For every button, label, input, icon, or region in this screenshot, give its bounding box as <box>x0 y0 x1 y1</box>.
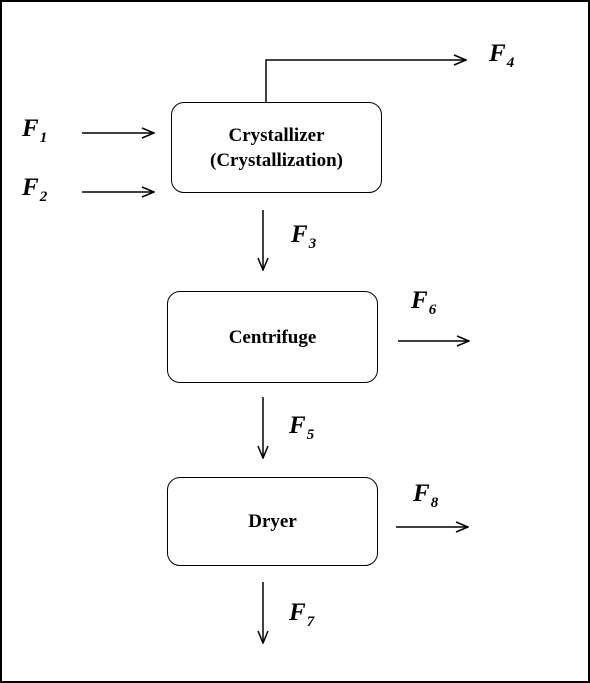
dryer-box: Dryer <box>167 477 378 566</box>
crystallizer-box: Crystallizer (Crystallization) <box>171 102 382 193</box>
stream-label-f6: F6 <box>411 287 437 318</box>
crystallizer-label: Crystallizer <box>228 124 325 146</box>
crystallizer-sublabel: (Crystallization) <box>210 149 343 171</box>
centrifuge-label: Centrifuge <box>228 326 317 348</box>
arrow-f4 <box>265 60 466 102</box>
stream-label-f2: F2 <box>22 174 48 205</box>
stream-label-f4: F4 <box>489 40 515 71</box>
stream-label-f7: F7 <box>289 599 315 630</box>
stream-label-f1: F1 <box>22 115 48 146</box>
dryer-label: Dryer <box>248 511 297 532</box>
stream-label-f5: F5 <box>289 412 315 443</box>
stream-label-f8: F8 <box>413 480 439 511</box>
centrifuge-box: Centrifuge <box>167 291 378 383</box>
stream-label-f3: F3 <box>291 221 317 252</box>
